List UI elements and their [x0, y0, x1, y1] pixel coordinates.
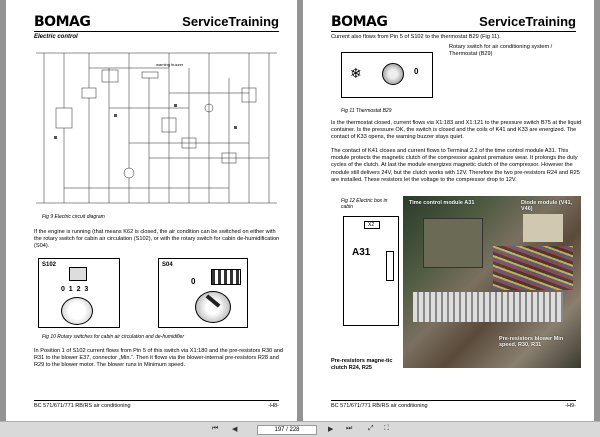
s102-digits: 0 1 2 3	[61, 286, 89, 293]
page-header: BOMAG ServiceTraining	[331, 14, 576, 32]
next-page-button[interactable]: ▶	[328, 426, 334, 433]
footer-page-number: -H8-	[268, 403, 279, 409]
section-title: Electric control	[34, 34, 78, 40]
s04-digit: 0	[191, 277, 196, 286]
service-training-title: ServiceTraining	[479, 14, 576, 29]
paragraph-1: If the engine is running (that means K62…	[34, 229, 280, 250]
s04-switch-box: S04 0	[158, 258, 248, 328]
snowflake-icon: ❄	[350, 65, 362, 81]
fig9-caption: Fig 9 Electric circuit diagram	[42, 214, 105, 220]
connector-side	[386, 251, 394, 281]
electric-circuit-diagram	[36, 52, 277, 204]
s102-rotary-knob	[61, 297, 93, 325]
paragraph-3: The contact of K41 closes and current fl…	[331, 148, 580, 183]
x2-label: X2	[368, 222, 375, 228]
fig11-caption: Fig 11 Thermostat B29	[341, 108, 392, 114]
bomag-logo: BOMAG	[34, 14, 91, 30]
electric-box-photo: Time control module A31 Diode module (V4…	[403, 196, 581, 368]
expand-icon[interactable]: ⤢	[368, 425, 374, 432]
s102-switch-box: S102 0 1 2 3	[38, 258, 120, 328]
footer-page-number: -H9-	[565, 403, 576, 409]
thermostat-digit: 0	[414, 67, 419, 76]
photo-diode-module	[523, 214, 563, 242]
label-preresistors-blower: Pre-resistors blower Min speed, R30, R31	[499, 336, 564, 348]
first-page-button[interactable]: ⏮	[212, 425, 219, 432]
label-preresistors-clutch: Pre-resistors magne-tic clutch R24, R25	[331, 358, 393, 371]
service-training-title: ServiceTraining	[182, 14, 279, 29]
label-time-control-module: Time control module A31	[409, 200, 475, 206]
paragraph-top: Current also flows from Pin 5 of S102 to…	[331, 34, 501, 40]
s102-label: S102	[42, 262, 57, 268]
photo-wires	[493, 246, 573, 290]
page-left: BOMAG ServiceTraining Electric control	[6, 0, 297, 421]
diagram-buzzer-label: warning buzzer	[156, 62, 184, 67]
footer-doc-title: BC 571/671/771 RB/RS air conditioning	[34, 403, 131, 409]
photo-terminal-strip	[413, 292, 563, 322]
a31-label: A31	[352, 247, 371, 258]
paragraph-2: In Position 1 of S102 current flows from…	[34, 348, 284, 369]
viewer-toolbar: ⏮ ◀ 197 / 228 ▶ ⏭ ⤢ ⛶	[0, 421, 600, 437]
thermostat-knob	[382, 63, 404, 85]
bomag-logo: BOMAG	[331, 14, 388, 30]
fullscreen-icon[interactable]: ⛶	[384, 425, 389, 432]
photo-module-a31	[423, 218, 483, 268]
page-footer: BC 571/671/771 RB/RS air conditioning -H…	[331, 400, 576, 411]
page-number-field[interactable]: 197 / 228	[257, 425, 317, 435]
thermostat-description: Rotary switch for air conditioning syste…	[449, 44, 553, 58]
footer-doc-title: BC 571/671/771 RB/RS air conditioning	[331, 403, 428, 409]
page-right: BOMAG ServiceTraining Current also flows…	[303, 0, 594, 421]
x2-connector: X2	[364, 221, 380, 229]
s04-mode-icons	[211, 269, 241, 285]
s04-label: S04	[162, 262, 173, 268]
s04-rotary-knob	[195, 291, 231, 323]
thermostat-box: ❄ 0	[341, 52, 433, 98]
label-diode-module: Diode module (V41, V46)	[521, 200, 573, 212]
fig10-caption: Fig 10 Rotary switches for cabin air cir…	[42, 334, 185, 340]
paragraph-2: Is the thermostat closed, current flows …	[331, 120, 581, 141]
prev-page-button[interactable]: ◀	[232, 426, 238, 433]
electric-box-sketch: X2 A31	[343, 216, 399, 326]
fig12-caption: Fig 12 Electric box in cabin	[341, 198, 388, 210]
s102-fan-icon	[69, 267, 87, 281]
page-footer: BC 571/671/771 RB/RS air conditioning -H…	[34, 400, 279, 411]
page-header: BOMAG ServiceTraining	[34, 14, 279, 32]
last-page-button[interactable]: ⏭	[346, 425, 353, 432]
